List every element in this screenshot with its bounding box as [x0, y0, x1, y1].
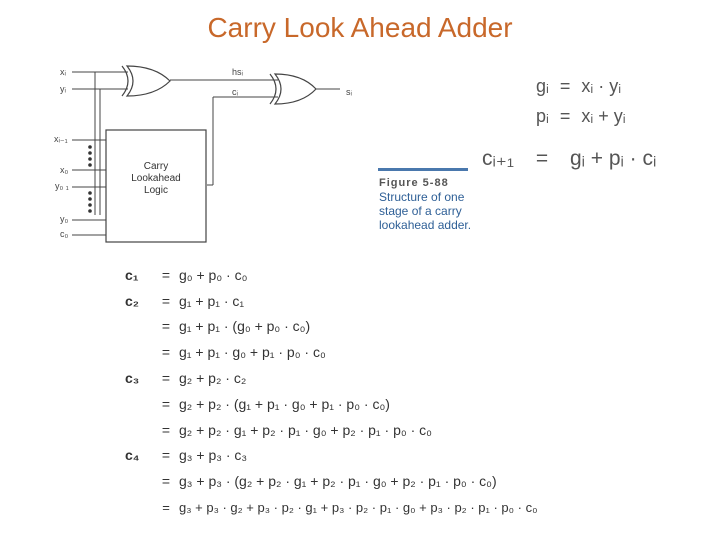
equation-row: = g₃ + p₃ · (g₂ + p₂ · g₁ + p₂ · p₁ · g₀ … [125, 468, 538, 494]
slide-title: Carry Look Ahead Adder [207, 12, 513, 43]
definition-c-op: = [535, 147, 549, 170]
input-label-xi-1: xᵢ₋₁ [54, 134, 68, 144]
equation-op: = [161, 447, 171, 464]
figure-caption-line-2: stage of a carry [379, 204, 462, 218]
figure-caption-line-3: lookahead adder. [379, 218, 472, 232]
equation-lhs: c₁ [125, 266, 139, 283]
equation-op: = [161, 395, 171, 412]
equation-row: c₂ = g₁ + p₁ · c₁ [125, 288, 538, 314]
ellipsis-dots-lower [88, 191, 92, 213]
definition-p: pᵢ = xᵢ + yᵢ [536, 106, 626, 127]
definition-g-op: = [559, 76, 571, 96]
equation-rhs: g₀ + p₀ · c₀ [179, 266, 248, 283]
figure-caption-heading: Figure 5-88 [379, 177, 449, 189]
equation-op: = [161, 370, 171, 387]
equation-lhs: c₄ [125, 447, 140, 464]
definition-g-rhs: xᵢ · yᵢ [581, 76, 622, 96]
equation-rhs: g₁ + p₁ · g₀ + p₁ · p₀ · c₀ [179, 344, 326, 361]
c-label: cᵢ [232, 87, 238, 97]
equation-rhs: g₃ + p₃ · g₂ + p₃ · p₂ · g₁ + p₃ · p₂ · … [179, 499, 538, 515]
definition-p-lhs: pᵢ [536, 106, 549, 126]
definition-c-lhs: cᵢ₊₁ [482, 147, 514, 170]
equation-row: c₄ = g₃ + p₃ · c₃ [125, 443, 538, 469]
equation-op: = [161, 473, 171, 490]
equation-op: = [161, 266, 171, 283]
input-label-yi: yᵢ [60, 84, 66, 94]
equation-rhs: g₂ + p₂ · g₁ + p₂ · p₁ · g₀ + p₂ · p₁ · … [179, 421, 432, 438]
ellipsis-dots-upper [88, 145, 92, 167]
equation-rhs: g₃ + p₃ · c₃ [179, 447, 248, 464]
definition-p-op: = [559, 106, 571, 126]
equation-rhs: g₃ + p₃ · (g₂ + p₂ · g₁ + p₂ · p₁ · g₀ +… [179, 473, 497, 490]
equation-row: = g₁ + p₁ · (g₀ + p₀ · c₀) [125, 314, 538, 340]
equation-rhs: g₂ + p₂ · c₂ [179, 370, 247, 387]
equation-row: c₃ = g₂ + p₂ · c₂ [125, 365, 538, 391]
definition-p-rhs: xᵢ + yᵢ [581, 106, 626, 126]
equation-row: c₁ = g₀ + p₀ · c₀ [125, 262, 538, 288]
equation-op: = [161, 344, 171, 361]
s-label: sᵢ [346, 87, 352, 97]
equation-lhs: c₂ [125, 292, 140, 309]
equation-row: = g₃ + p₃ · g₂ + p₃ · p₂ · g₁ + p₃ · p₂ ·… [125, 494, 538, 520]
definition-g-lhs: gᵢ [536, 76, 549, 96]
carry-lookahead-block [105, 129, 207, 243]
input-label-xi: xᵢ [60, 67, 66, 77]
definition-c: cᵢ₊₁ = gᵢ + pᵢ · cᵢ [482, 146, 656, 171]
figure-caption-bar [378, 168, 468, 171]
definition-g: gᵢ = xᵢ · yᵢ [536, 76, 621, 97]
input-label-y0-1: y₀ ₁ [55, 181, 69, 191]
equation-op: = [161, 421, 171, 438]
equation-rhs: g₂ + p₂ · (g₁ + p₁ · g₀ + p₁ · p₀ · c₀) [179, 395, 390, 412]
figure-caption-line-1: Structure of one [379, 190, 465, 204]
equation-op: = [161, 292, 171, 309]
equation-rhs: g₁ + p₁ · (g₀ + p₀ · c₀) [179, 318, 311, 335]
equation-row: = g₂ + p₂ · g₁ + p₂ · p₁ · g₀ + p₂ · p₁ ·… [125, 417, 538, 443]
hs-label: hsᵢ [232, 67, 243, 77]
equation-rhs: g₁ + p₁ · c₁ [179, 292, 245, 309]
input-label-y0: y₀ [60, 214, 69, 224]
wires [72, 71, 340, 236]
equation-op: = [161, 318, 171, 335]
equation-row: = g₁ + p₁ · g₀ + p₁ · p₀ · c₀ [125, 339, 538, 365]
definition-c-rhs: gᵢ + pᵢ · cᵢ [569, 147, 657, 170]
input-label-c0: c₀ [60, 229, 69, 239]
block-line-lookahead: Lookahead [131, 173, 181, 184]
xor-gate-2 [269, 73, 317, 105]
equation-op: = [162, 499, 170, 515]
equation-row: = g₂ + p₂ · (g₁ + p₁ · g₀ + p₁ · p₀ · c₀) [125, 391, 538, 417]
equation-lhs: c₃ [125, 370, 140, 387]
xor-gate-1 [121, 65, 171, 97]
carry-equations: c₁ = g₀ + p₀ · c₀ c₂ = g₁ + p₁ · c₁ = g₁ + p₁… [125, 262, 538, 520]
block-line-logic: Logic [144, 185, 168, 196]
carry-lookahead-circuit-diagram: xᵢ yᵢ xᵢ₋₁ x₀ y₀ ₁ y₀ c₀ hsᵢ cᵢ sᵢ [54, 65, 352, 243]
block-line-carry: Carry [144, 161, 168, 172]
figure-caption: Figure 5-88 Structure of one stage of a … [379, 176, 471, 232]
input-label-x0: x₀ [60, 165, 69, 175]
